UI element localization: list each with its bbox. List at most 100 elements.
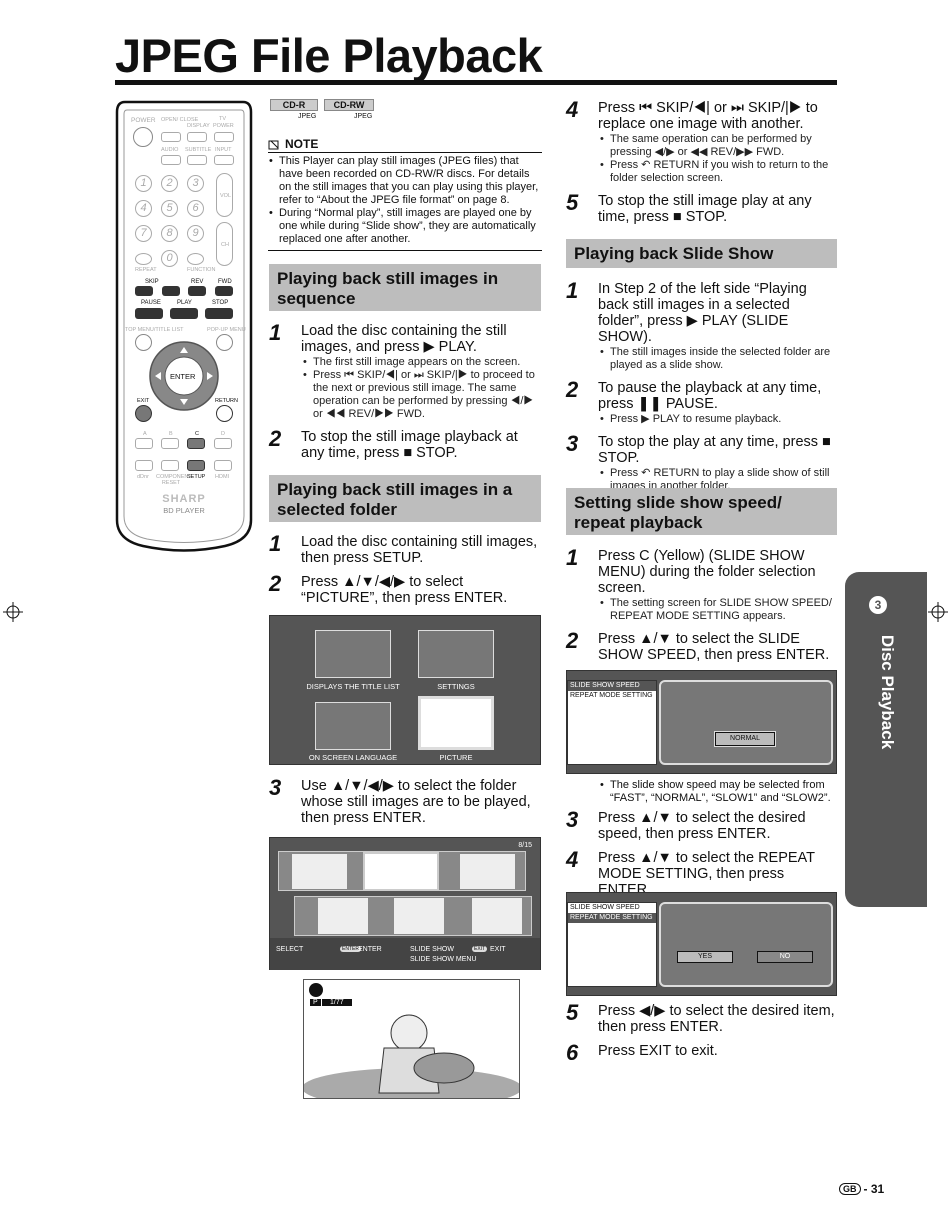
c-yellow-button[interactable] [187, 438, 205, 449]
open-close-button[interactable] [161, 132, 181, 142]
num-7-button[interactable]: 7 [135, 225, 152, 242]
brand-logo: SHARP [162, 493, 206, 505]
play-button[interactable] [170, 308, 198, 319]
topmenu-button[interactable] [135, 334, 152, 351]
enter-button[interactable]: ENTER [170, 372, 196, 381]
no-option[interactable]: NO [757, 951, 813, 963]
d-button[interactable] [214, 438, 232, 449]
step-number: 6 [566, 1040, 579, 1065]
repeat-button[interactable] [135, 253, 152, 265]
step-text: To pause the playback at any time, press… [598, 380, 822, 412]
setting-row-selected[interactable]: SLIDE SHOW SPEED [568, 681, 656, 691]
step-2: 2 Press ▲/▼/◀/▶ to select “PICTURE”, the… [269, 571, 541, 607]
popup-menu-button[interactable] [216, 334, 233, 351]
step-6: 6 Press EXIT to exit. [566, 1040, 838, 1065]
a-button[interactable] [135, 438, 153, 449]
region-badge: GB [839, 1183, 861, 1195]
step-number: 1 [269, 320, 282, 345]
step-text: Press ▲/▼ to select the desired speed, t… [598, 810, 806, 842]
channel-rocker[interactable] [216, 222, 233, 266]
step-bullet: Press ⏮ SKIP/◀| or ⏭ SKIP/|▶ to proceed … [301, 369, 541, 421]
stop-button[interactable] [205, 308, 233, 319]
settings-icon[interactable] [418, 630, 494, 678]
num-6-button[interactable]: 6 [187, 200, 204, 217]
function-button[interactable] [187, 253, 204, 265]
thumbnail[interactable] [318, 898, 368, 934]
power-button[interactable] [133, 127, 153, 147]
input-button[interactable] [214, 155, 234, 165]
picture-icon[interactable] [418, 696, 494, 750]
volume-rocker[interactable] [216, 173, 233, 217]
dnr-button[interactable] [135, 460, 153, 471]
footer-enter: ENTER [358, 946, 382, 953]
fwd-button[interactable] [215, 286, 233, 296]
exit-button[interactable] [135, 405, 152, 422]
speed-steps-1-2: 1 Press C (Yellow) (SLIDE SHOW MENU) dur… [566, 545, 838, 664]
footer-exit: EXIT [490, 946, 506, 953]
b-button[interactable] [161, 438, 179, 449]
skip-label: SKIP [145, 279, 159, 285]
thumbnail-selected[interactable] [363, 852, 439, 891]
thumbnail[interactable] [460, 854, 515, 889]
hdmi-button[interactable] [214, 460, 232, 471]
image-type-badge: P [310, 999, 321, 1006]
thumbnail[interactable] [292, 854, 347, 889]
thumbnail[interactable] [472, 898, 522, 934]
tv-label: TV [219, 116, 227, 122]
subtitle-button[interactable] [187, 155, 207, 165]
section-heading-sequence: Playing back still images in sequence [269, 264, 541, 311]
skip-back-button[interactable] [135, 286, 153, 296]
component-reset-button[interactable] [161, 460, 179, 471]
skip-forward-button[interactable] [162, 286, 180, 296]
yes-option[interactable]: YES [677, 951, 733, 963]
note-item: During “Normal play”, still images are p… [268, 207, 542, 246]
num-9-button[interactable]: 9 [187, 225, 204, 242]
step-number: 2 [269, 571, 282, 596]
still-image-playback: P 1/77 [303, 979, 520, 1099]
step-number: 1 [566, 545, 579, 570]
rev-button[interactable] [188, 286, 206, 296]
pause-label: PAUSE [141, 300, 161, 306]
pause-button[interactable] [135, 308, 163, 319]
num-4-button[interactable]: 4 [135, 200, 152, 217]
num-0-button[interactable]: 0 [161, 250, 178, 267]
slideshow-speed-screen: SLIDE SHOW SPEED REPEAT MODE SETTING NOR… [566, 670, 837, 774]
setup-button[interactable] [187, 460, 205, 471]
setting-row-selected[interactable]: REPEAT MODE SETTING [568, 913, 656, 923]
tv-power-button[interactable] [214, 132, 234, 142]
display-button[interactable] [187, 132, 207, 142]
step-number: 2 [566, 628, 579, 653]
chapter-number: 3 [869, 596, 887, 614]
num-8-button[interactable]: 8 [161, 225, 178, 242]
step-text: Press ◀/▶ to select the desired item, th… [598, 1003, 835, 1035]
setting-row[interactable]: REPEAT MODE SETTING [570, 692, 653, 699]
num-1-button[interactable]: 1 [135, 175, 152, 192]
num-5-button[interactable]: 5 [161, 200, 178, 217]
menu-item-label: PICTURE [439, 753, 473, 762]
note-icon [268, 140, 279, 149]
step-number: 1 [566, 278, 579, 303]
folder-steps-1-2: 1 Load the disc containing still images,… [269, 533, 541, 607]
settings-list: SLIDE SHOW SPEED REPEAT MODE SETTING [567, 902, 657, 987]
step-number: 2 [566, 377, 579, 402]
step-text: Press EXIT to exit. [598, 1043, 718, 1059]
step-text: Press ⏮ SKIP/◀| or ⏭ SKIP/|▶ to replace … [598, 100, 818, 132]
return-button[interactable] [216, 405, 233, 422]
power-label: POWER [131, 117, 156, 124]
language-icon[interactable] [315, 702, 391, 750]
num-3-button[interactable]: 3 [187, 175, 204, 192]
bullet-mark: • [600, 779, 604, 791]
setting-row[interactable]: SLIDE SHOW SPEED [570, 904, 640, 911]
step-number: 2 [269, 426, 282, 451]
num-2-button[interactable]: 2 [161, 175, 178, 192]
footer-slideshow-menu: SLIDE SHOW MENU [410, 956, 477, 963]
speed-value[interactable]: NORMAL [714, 731, 776, 747]
b-label: B [169, 431, 173, 437]
speed-steps-3-4: 3 Press ▲/▼ to select the desired speed,… [566, 809, 838, 899]
step-3: 3 Press ▲/▼ to select the desired speed,… [566, 809, 838, 843]
thumbnail[interactable] [394, 898, 444, 934]
title-list-icon[interactable] [315, 630, 391, 678]
registration-mark-right [928, 602, 948, 622]
audio-button[interactable] [161, 155, 181, 165]
step-4: 4 Press ⏮ SKIP/◀| or ⏭ SKIP/|▶ to replac… [566, 99, 838, 185]
